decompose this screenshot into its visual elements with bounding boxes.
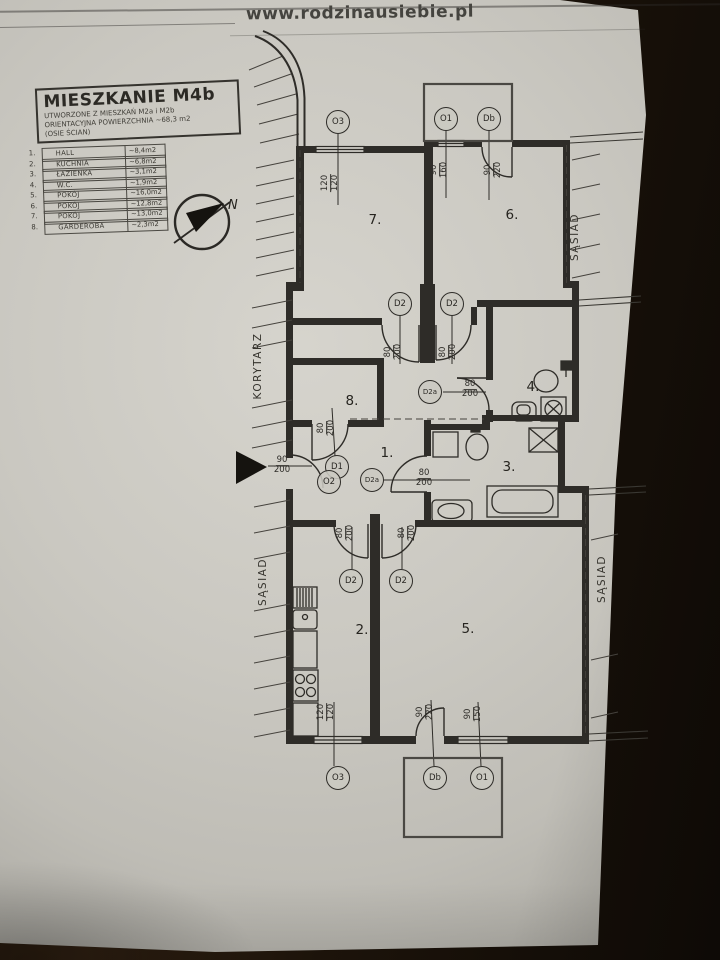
side-label-sasiad-right-bottom: SĄSIAD [596,555,608,603]
room-label-5: 5. [461,621,475,637]
room-label-3: 3. [502,459,516,475]
room-label-1: 1. [380,445,394,461]
title-block: MIESZKANIE M4b UTWORZONE Z MIESZKAŃ M2a … [34,79,242,144]
north-label: N [228,198,238,213]
room-label-8: 8. [345,393,359,409]
marker-door-d2-room6: D2 [440,292,464,316]
marker-door-d2-room7: D2 [388,292,412,316]
marker-door-db-top: Db [477,107,501,131]
marker-door-d2a-wc: D2a [418,380,442,404]
marker-window-o3-top: O3 [326,110,350,134]
corner-shadow [0,860,260,960]
marker-door-d2-kitchen: D2 [339,569,363,593]
marker-door-d2a-bath: D2a [360,468,384,492]
room-legend: 1.HALL~8,4m2 2.KUCHNIA~6,8m2 3.ŁAZIENKA~… [29,143,169,235]
marker-window-o3-bottom: O3 [326,766,350,790]
side-label-sasiad-left: SĄSIAD [257,558,269,606]
marker-window-o1-bottom: O1 [470,766,494,790]
marker-window-o1-top: O1 [434,107,458,131]
side-label-korytarz: KORYTARZ [252,332,264,400]
marker-door-db-bottom: Db [423,766,447,790]
marker-door-d2-room5: D2 [389,569,413,593]
room-label-2: 2. [355,622,369,638]
side-label-sasiad-right-top: SĄSIAD [569,213,581,261]
room-label-6: 6. [505,207,519,223]
room-label-4: 4. [526,379,540,395]
room-label-7: 7. [368,212,382,228]
marker-window-o2-hall: O2 [317,470,341,494]
